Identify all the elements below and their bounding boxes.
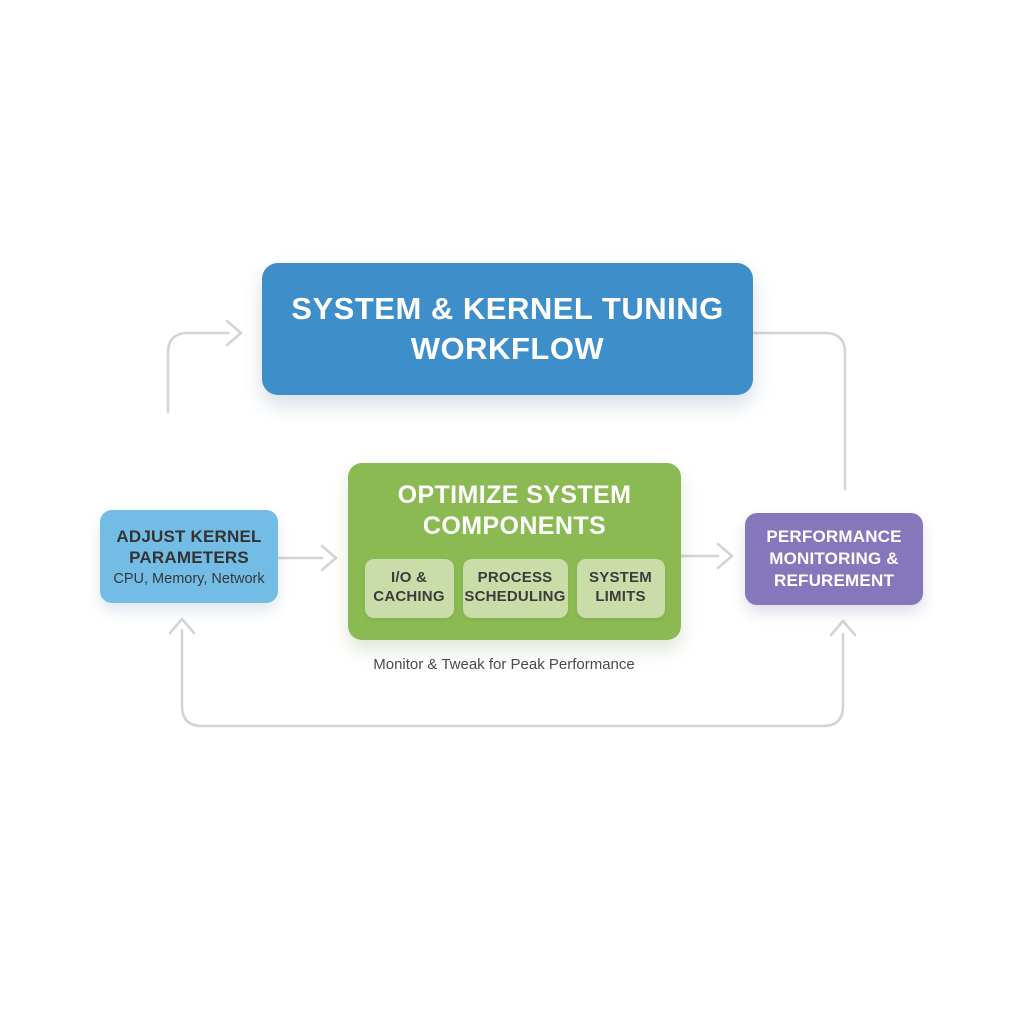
sub-box-process-scheduling: PROCESS SCHEDULING xyxy=(462,558,568,618)
arrow-optimize-to-monitor-head xyxy=(716,542,734,570)
monitor-box-title: PERFORMANCE MONITORING & REFUREMENT xyxy=(766,526,902,591)
diagram-caption: Monitor & Tweak for Peak Performance xyxy=(373,656,635,673)
optimize-box-title: OPTIMIZE SYSTEM COMPONENTS xyxy=(397,481,632,541)
adjust-box-subtitle: CPU, Memory, Network xyxy=(113,571,265,588)
feedback-loop-line xyxy=(180,628,845,728)
arrow-into-title-head xyxy=(225,319,243,347)
performance-monitoring-box: PERFORMANCE MONITORING & REFUREMENT xyxy=(745,513,923,605)
optimize-sub-items-row: I/O & CACHING PROCESS SCHEDULING SYSTEM … xyxy=(348,558,681,618)
feedback-loop-right-head xyxy=(829,619,857,637)
arrow-into-title-line xyxy=(166,331,230,414)
feedback-loop-left-head xyxy=(168,617,196,635)
optimize-system-components-box: OPTIMIZE SYSTEM COMPONENTS I/O & CACHING… xyxy=(348,463,681,640)
title-box-label: SYSTEM & KERNEL TUNING WORKFLOW xyxy=(291,290,724,366)
adjust-box-title: ADJUST KERNEL PARAMETERS xyxy=(116,526,262,567)
sub-box-system-limits: SYSTEM LIMITS xyxy=(576,558,665,618)
adjust-kernel-parameters-box: ADJUST KERNEL PARAMETERS CPU, Memory, Ne… xyxy=(100,510,278,603)
title-box: SYSTEM & KERNEL TUNING WORKFLOW xyxy=(262,263,753,395)
arrow-adjust-to-optimize-head xyxy=(320,544,338,572)
arrow-title-to-monitor-line xyxy=(751,331,847,491)
sub-box-io-caching: I/O & CACHING xyxy=(364,558,454,618)
